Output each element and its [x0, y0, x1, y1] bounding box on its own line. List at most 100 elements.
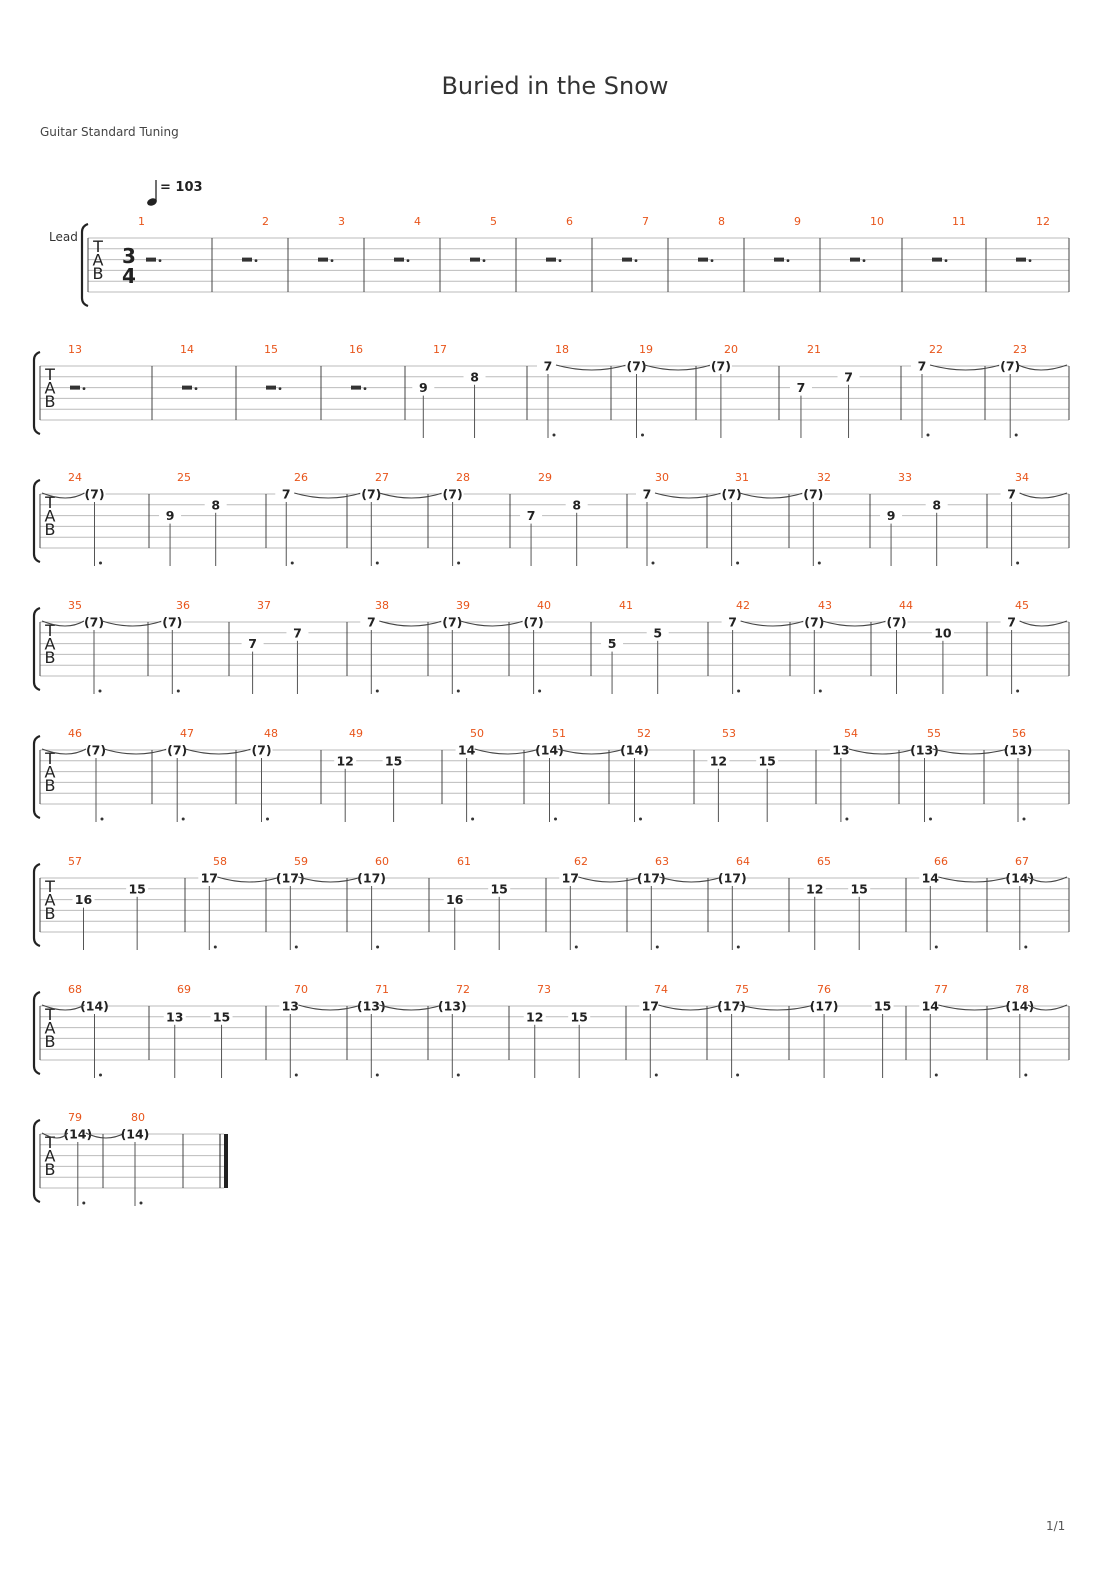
fret-number: (7)	[803, 487, 823, 502]
duration-dot	[294, 945, 298, 949]
tie-arc	[298, 1004, 362, 1011]
song-title: Buried in the Snow	[441, 72, 669, 100]
measure-number: 46	[68, 727, 82, 740]
fret-number: (13)	[438, 999, 467, 1014]
fret-background	[161, 615, 184, 629]
fret-background	[250, 743, 273, 757]
quarter-note-icon	[147, 180, 157, 206]
tie-arc	[1017, 364, 1068, 371]
fret-number: 7	[367, 615, 376, 630]
fret-number: 7	[918, 359, 927, 374]
measure-number: 27	[375, 471, 389, 484]
fret-background	[241, 637, 264, 651]
measure-number: 8	[718, 215, 725, 228]
tab-clef-letter: B	[45, 520, 56, 539]
measure-number: 1	[138, 215, 145, 228]
tie-arc	[1019, 492, 1068, 499]
fret-background	[537, 359, 559, 373]
duration-dot	[82, 1201, 86, 1205]
duration-dot	[817, 561, 821, 565]
duration-dot	[375, 689, 379, 693]
measure-number: 39	[456, 599, 470, 612]
fret-background	[538, 743, 561, 757]
fret-number: 8	[211, 497, 220, 512]
measure-number: 37	[257, 599, 271, 612]
tie-arc	[938, 876, 1010, 883]
fret-number: 8	[572, 497, 581, 512]
dotted-half-rest	[351, 385, 361, 390]
tie-arc	[474, 748, 540, 755]
dotted-half-rest	[698, 257, 708, 262]
measure-number: 71	[375, 983, 389, 996]
fret-background	[565, 498, 588, 512]
tie-arc	[294, 492, 362, 499]
fret-background	[1008, 871, 1031, 885]
tab-clef-letter: T	[44, 621, 55, 640]
duration-dot	[654, 1073, 658, 1077]
rest-dot	[634, 259, 638, 262]
fret-number: (17)	[810, 999, 839, 1014]
fret-number: 16	[75, 892, 93, 907]
measure-number: 36	[176, 599, 190, 612]
fret-background	[198, 871, 221, 885]
tie-arc	[739, 1004, 815, 1011]
tab-clef-letter: T	[44, 365, 55, 384]
fret-background	[1000, 487, 1023, 501]
fret-number: 15	[758, 753, 775, 768]
duration-dot	[639, 817, 642, 821]
fret-background	[789, 381, 812, 395]
tempo-marking: = 103	[160, 180, 203, 195]
fret-background	[1008, 999, 1031, 1013]
tab-clef-letter: B	[45, 392, 56, 411]
duration-dot	[375, 1073, 379, 1077]
fret-background	[568, 1010, 591, 1024]
fret-background	[279, 871, 302, 885]
measure-number: 16	[349, 343, 363, 356]
tab-clef-letter: A	[45, 635, 56, 654]
tie-arc	[185, 748, 252, 755]
dotted-half-rest	[932, 257, 942, 262]
fret-number: 13	[282, 999, 299, 1014]
fret-number: (17)	[637, 871, 666, 886]
fret-number: (13)	[910, 743, 939, 758]
fret-background	[636, 487, 658, 501]
staff-system: TAB35(7)36(7)377738739(7)40(7)415542743(…	[32, 599, 1070, 694]
fret-number: (14)	[121, 1127, 150, 1142]
fret-background	[880, 509, 903, 523]
measure-number: 31	[735, 471, 749, 484]
fret-background	[360, 615, 383, 629]
fret-background	[85, 743, 107, 757]
duration-dot	[552, 433, 556, 437]
duration-dot	[934, 945, 938, 949]
tie-arc	[938, 1004, 1010, 1011]
measure-number: 6	[566, 215, 573, 228]
tab-clef-letter: A	[45, 891, 56, 910]
tie-arc	[932, 748, 1009, 755]
fret-number: (7)	[84, 487, 104, 502]
fret-number: (7)	[442, 615, 462, 630]
duration-dot	[100, 817, 104, 821]
rest-dot	[194, 387, 198, 390]
duration-dot	[574, 945, 578, 949]
staff-system: TAB571615581759(17)60(17)611615621763(17…	[32, 855, 1070, 950]
fret-number: 15	[874, 999, 891, 1014]
measure-number: 59	[294, 855, 308, 868]
measure-number: 67	[1015, 855, 1029, 868]
fret-number: 17	[562, 871, 579, 886]
measure-number: 42	[736, 599, 750, 612]
fret-number: (14)	[1005, 999, 1034, 1014]
tie-arc	[644, 364, 712, 371]
fret-background	[159, 509, 182, 523]
fret-background	[520, 509, 543, 523]
fret-background	[334, 754, 357, 768]
tie-arc	[41, 748, 87, 755]
measure-number: 52	[637, 727, 651, 740]
duration-dot	[1024, 945, 1028, 949]
measure-number: 20	[724, 343, 738, 356]
measure-number: 65	[817, 855, 831, 868]
fret-background	[126, 882, 149, 896]
fret-number: 7	[844, 369, 853, 384]
measure-number: 26	[294, 471, 308, 484]
